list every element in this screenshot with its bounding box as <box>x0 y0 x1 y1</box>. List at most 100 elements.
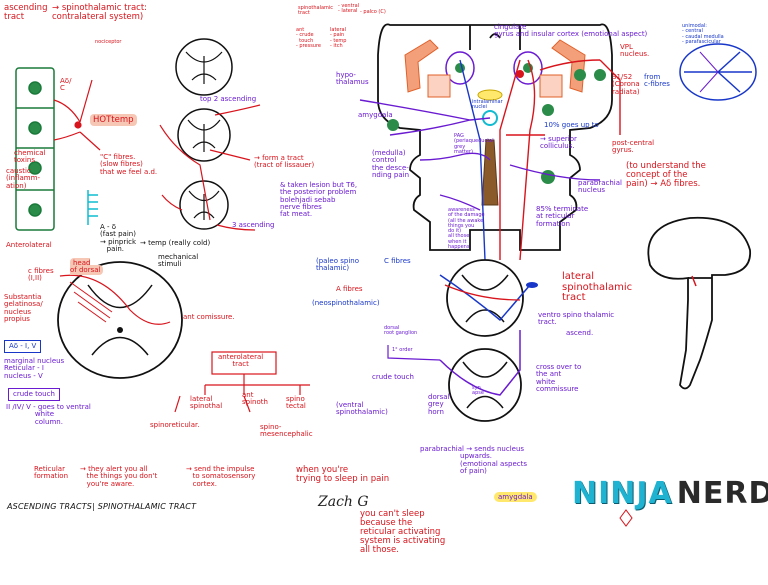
label-synapse: syn apse <box>472 385 484 397</box>
label-cingulate-gyrus: cingulate gyrus and insular cortex (emot… <box>494 23 648 39</box>
label-anterolateral-tract: anterolateral tract <box>218 353 264 369</box>
label-understand-pain: (to understand the concept of the pain) … <box>626 161 706 189</box>
ninja-star-icon <box>619 509 633 527</box>
spinal-cord-bottom-section <box>387 330 522 422</box>
label-ant-list: ant - crude touch - pressure <box>296 27 321 49</box>
spinal-cord-top-right <box>679 43 757 101</box>
label-spinomesencephalic: spino- mesencephalic <box>260 423 313 439</box>
label-crude-touch-left: crude touch <box>8 388 60 402</box>
head-dorsal-highlight: head of dorsal <box>70 258 104 276</box>
label-superior-colliculus: → superior colliculus. <box>540 135 577 151</box>
label-marginal-nucleus: marginal nucleus Reticular - I nucleus -… <box>4 357 65 380</box>
label-ad-c: Aδ/ C <box>60 77 72 93</box>
spinal-cord-large-section <box>57 261 183 379</box>
label-temp-cold: → temp (really cold) <box>140 239 211 247</box>
label-unimodal: unimodal: - central - caudal medulla - p… <box>682 23 724 45</box>
label-nociceptor: nociceptor <box>95 39 122 45</box>
label-ventro-spinothalamic: ventro spino thalamic tract. <box>538 311 615 327</box>
label-head-dorsal: head of dorsal <box>70 258 104 276</box>
label-reticular-formation: Reticular formation <box>34 465 69 481</box>
label-3-ascending: 3 ascending <box>232 221 275 229</box>
label-ant-spinoth: ant spinoth <box>242 391 268 407</box>
receptor-nerves <box>53 79 101 151</box>
logo-nerd-text: NERD <box>676 476 768 511</box>
label-c-fibres: "C" fibres. (slow fibres) that we feel a… <box>100 153 158 176</box>
page-title: ASCENDING TRACTS| SPINOTHALAMIC TRACT <box>7 502 197 511</box>
label-top-2-ascending: top 2 ascending <box>200 95 257 103</box>
label-when-sleep: when you're trying to sleep in pain <box>296 465 390 484</box>
label-spinoreticular: spinoreticular. <box>150 421 200 429</box>
label-lesion-note: & taken lesion but T6, the posterior pro… <box>280 181 358 219</box>
label-hot-temp: HOTtemp <box>90 114 137 126</box>
thalamus <box>445 51 543 126</box>
label-hypothalamus: hypo- thalamus <box>336 71 369 87</box>
label-intralaminar: intralaminar nuclei <box>472 99 503 111</box>
label-tract-of-lissauer: → form a tract (tract of lissauer) <box>254 154 315 170</box>
label-vpl-nucleus: VPL nucleus. <box>620 43 650 59</box>
anterolateral-branch-lines <box>174 351 310 413</box>
brain-side-marker <box>691 275 697 287</box>
label-palco: - palco (C) <box>360 9 386 15</box>
spinal-cord-mid-section <box>439 259 538 337</box>
basal-ganglia-dots <box>387 69 606 184</box>
label-ascend: ascend. <box>566 329 594 337</box>
label-medulla: (medulla) control the desce- nding pain <box>372 149 410 180</box>
label-crude-touch-mid: crude touch <box>372 373 414 381</box>
label-reticular-terminal: 85% terminate at reticular formation <box>536 205 589 228</box>
spinal-cord-section-middle <box>177 108 231 162</box>
cortex-highlights <box>404 39 586 98</box>
brain-side-view <box>647 216 751 390</box>
label-ad-fibres: A fibres <box>336 285 363 293</box>
label-parabrachial-nucleus: parabrachial nucleus <box>578 179 622 195</box>
label-substantia-gelatinosa: Substantia gelatinosa/ nucleus propius <box>4 293 43 324</box>
label-pag: PAG (periaqueductal grey matter) <box>454 133 494 155</box>
label-c-fibres-mid: C fibres <box>384 257 411 265</box>
label-cross-over: cross over to the ant white commissure <box>536 363 582 394</box>
label-goes-up-to: 10% goes up to <box>544 121 599 129</box>
label-ant-commissure: ant comissure. <box>183 313 235 321</box>
receptor-cells <box>15 67 55 231</box>
label-lat-list: lateral - pain - temp - itch <box>330 27 347 49</box>
hot-temp-highlight: HOTtemp <box>90 114 137 126</box>
label-from-c-fibres: from c-fibres <box>644 73 670 89</box>
label-spinothalamic-tract: → spinothalamic tract: contralateral sys… <box>52 3 148 22</box>
brain-pathways <box>359 59 621 261</box>
label-send-impulse: → send the impulse to somatosensory cort… <box>186 465 256 488</box>
label-cant-sleep: you can't sleep because the reticular ac… <box>360 509 446 555</box>
amygdala-highlight: amygdala <box>494 492 537 502</box>
label-spino-tectal: spino tectal <box>286 395 306 411</box>
label-ventral-spinothalamic: (ventral spinothalamic) <box>336 401 388 417</box>
label-small-spinothalamic: spinothalamic tract <box>298 5 334 17</box>
label-post-central-gyrus: post-central gyrus. <box>612 139 655 155</box>
label-amygdala-top: amygdala <box>358 111 393 119</box>
label-c-fibres-iii: c fibres (I,II) <box>28 267 54 283</box>
ascending-fibres <box>159 104 261 231</box>
label-lateral-spinothalamic: lateral spinothalamic tract <box>562 271 633 303</box>
label-ad-iv: Aδ - I, V <box>4 340 42 354</box>
label-anterolateral-left: Anterolateral <box>6 241 52 249</box>
spinal-cord-section-lower <box>179 180 229 230</box>
label-chemical-toxins: chemical toxins <box>14 149 46 165</box>
label-dorsal-root-ganglion: dorsal root ganglion <box>384 325 418 337</box>
label-lateral-ventral: - ventral - lateral <box>338 3 360 15</box>
label-awareness-note: awareness of the damage (all the awake t… <box>448 207 485 250</box>
spinal-cord-section-top <box>175 38 233 96</box>
label-ascending-tract: ascending tract <box>4 3 48 22</box>
label-dorsal-grey-horn: dorsal grey horn <box>428 393 450 416</box>
label-caustic: caustic (inflamm- ation) <box>6 167 40 190</box>
label-s1-s2: S1/S2 (Corona radiata) <box>612 73 640 96</box>
logo-ninja-text: NINJA <box>572 476 673 511</box>
label-ii-iv-v: II /IV/ V - goes to ventral white column… <box>6 403 91 426</box>
free-nerve-ending-icon <box>87 190 98 225</box>
label-parabrachial-bottom: parabrachial → sends nucleus upwards. (e… <box>420 445 527 476</box>
signature: Zach G <box>318 494 369 510</box>
label-ad-fast-pain: A - δ (fast pain) → pinprick pain. <box>100 223 137 254</box>
label-gate-note: → they alert you all the things you don'… <box>80 465 158 488</box>
label-first-order: 1° order <box>392 347 413 353</box>
ninja-nerd-logo: NINJA NERD <box>572 476 768 511</box>
label-amygdala-bottom: amygdala <box>494 492 537 502</box>
label-paleospinothalamic: (paleo spino thalamic) <box>316 257 359 273</box>
label-neospinothalamic: (neospinothalamic) <box>312 299 380 307</box>
label-lateral-spinothal: lateral spinothal <box>190 395 223 411</box>
